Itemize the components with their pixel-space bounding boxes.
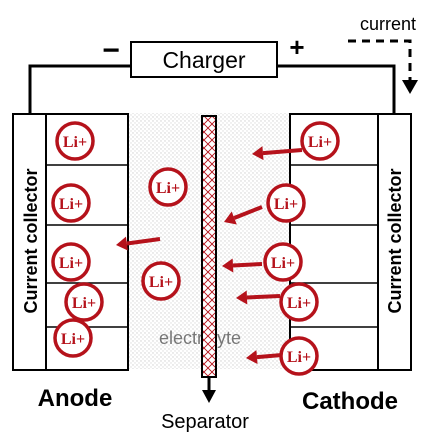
charger-label: Charger	[162, 47, 245, 73]
wire-right	[276, 64, 396, 114]
separator-pointer-arrowhead	[202, 390, 216, 403]
li-ion-ring	[141, 261, 181, 301]
li-ion-ring	[148, 167, 188, 207]
migration-arrow-shaft	[233, 205, 263, 220]
li-ion: Li+	[279, 336, 319, 376]
migration-arrow-shaft	[246, 294, 281, 300]
migration-arrow-shaft	[262, 148, 303, 156]
li-ion: Li+	[279, 282, 319, 322]
li-ion: Li+	[141, 261, 181, 301]
separator	[201, 115, 217, 378]
li-ion: Li+	[51, 183, 91, 223]
electrolyte-label: electrolyte	[159, 328, 241, 348]
li-ion-label: Li+	[59, 255, 83, 272]
li-ion: Li+	[300, 121, 340, 161]
lithium-ions: Li+ Li+ Li+ Li+ Li+ Li+ Li+ Li+ Li+ Li+ Li+ Li+	[51, 121, 340, 376]
anode-collector-label: Current collector	[21, 168, 41, 313]
li-ion-label: Li+	[308, 134, 332, 151]
li-ion-label: Li+	[156, 180, 180, 197]
li-ion-label: Li+	[274, 196, 298, 213]
anode-current-collector	[12, 113, 47, 371]
migration-arrowhead	[246, 350, 258, 365]
cathode-collector-label: Current collector	[385, 168, 405, 313]
cathode-label: Cathode	[302, 388, 398, 415]
li-ion-ring	[51, 183, 91, 223]
li-ion-ring	[300, 121, 340, 161]
migration-arrowhead	[116, 236, 128, 251]
li-ion-label: Li+	[287, 349, 311, 366]
charger-box	[130, 41, 278, 78]
li-ion-ring	[279, 336, 319, 376]
anode-label: Anode	[38, 385, 113, 412]
li-ion-label: Li+	[287, 295, 311, 312]
li-ion-ring	[279, 282, 319, 322]
current-dashed-arrow	[348, 39, 412, 84]
migration-arrow-shaft	[232, 262, 263, 268]
separator-label: Separator	[161, 411, 249, 433]
li-ion-ring	[64, 282, 104, 322]
migration-arrowhead	[224, 211, 237, 225]
ion-migration-arrows	[116, 146, 303, 365]
li-ion-ring	[51, 242, 91, 282]
wire-left	[28, 64, 130, 114]
migration-arrow-shaft	[256, 353, 283, 360]
li-ion-label: Li+	[149, 274, 173, 291]
li-ion-ring	[263, 242, 303, 282]
li-ion-ring	[55, 121, 95, 161]
li-ion-ring	[53, 318, 93, 358]
li-ion-label: Li+	[59, 196, 83, 213]
li-ion-label: Li+	[72, 295, 96, 312]
current-arrowhead	[402, 80, 418, 94]
cathode-layer-lines	[290, 164, 378, 328]
li-ion: Li+	[148, 167, 188, 207]
migration-arrowhead	[222, 258, 234, 273]
li-ion-label: Li+	[61, 331, 85, 348]
current-label: current	[360, 14, 416, 34]
li-ion: Li+	[263, 242, 303, 282]
li-ion: Li+	[266, 183, 306, 223]
li-ion-label: Li+	[63, 134, 87, 151]
cathode-current-collector	[377, 113, 412, 371]
li-ion: Li+	[51, 242, 91, 282]
migration-arrowhead	[236, 290, 248, 305]
li-ion: Li+	[55, 121, 95, 161]
migration-arrowhead	[252, 146, 264, 161]
li-ion: Li+	[64, 282, 104, 322]
charger-negative-sign: −	[102, 34, 120, 67]
migration-arrow-shaft	[126, 237, 161, 246]
li-ion-label: Li+	[271, 255, 295, 272]
charger-positive-sign: +	[289, 32, 304, 62]
li-ion: Li+	[53, 318, 93, 358]
li-ion-ring	[266, 183, 306, 223]
